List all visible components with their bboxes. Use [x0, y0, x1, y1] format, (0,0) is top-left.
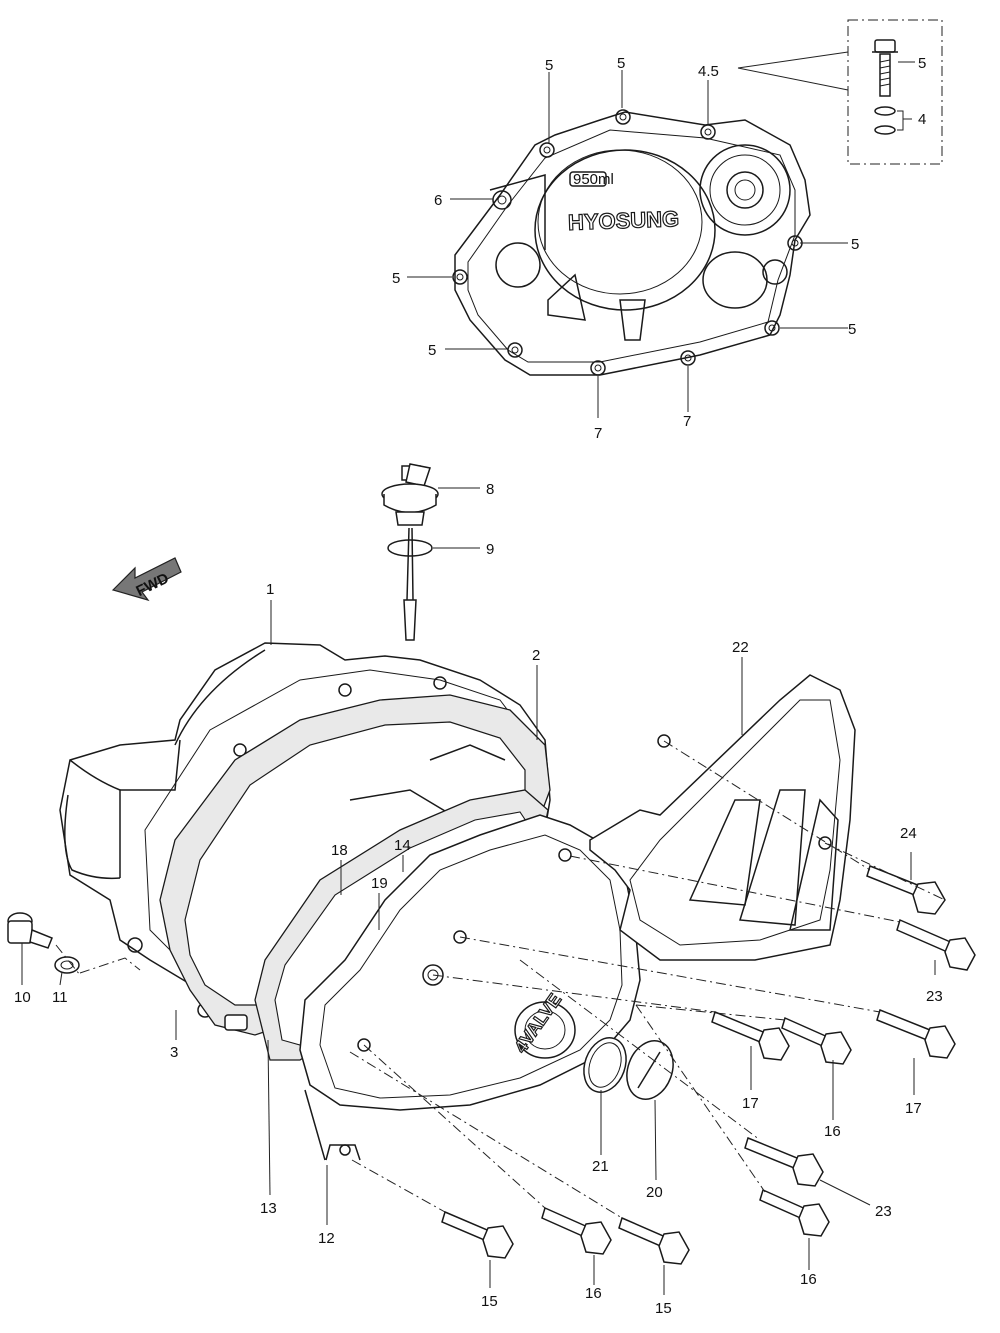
callout-7: 7 — [594, 425, 602, 442]
callout-4-5: 4.5 — [698, 63, 719, 80]
callout-24: 24 — [900, 825, 917, 842]
bolt-17-right — [876, 1008, 956, 1059]
callout-19: 19 — [371, 875, 388, 892]
callout-17: 17 — [742, 1095, 759, 1112]
plug-and-cap — [583, 1037, 674, 1100]
callout-9: 9 — [486, 541, 494, 558]
bolt-23-lower — [744, 1136, 824, 1187]
callout-6: 6 — [434, 192, 442, 209]
callout-5: 5 — [392, 270, 400, 287]
callout-2: 2 — [532, 647, 540, 664]
assembly-lines — [55, 740, 946, 1219]
bolt-16-lower-right — [759, 1188, 830, 1237]
callout-13: 13 — [260, 1200, 277, 1217]
bolt-16-middle — [781, 1016, 852, 1065]
bolt-15-right — [618, 1216, 690, 1265]
callout-5: 5 — [545, 57, 553, 74]
top-leaders — [407, 51, 849, 418]
callout-1: 1 — [266, 581, 274, 598]
oil-dipstick — [381, 463, 480, 641]
callout-3: 3 — [170, 1044, 178, 1061]
clutch-cover-top: 950ml HYOSUNG — [452, 109, 811, 376]
bolt-17-middle — [711, 1010, 790, 1061]
callout-4: 4 — [918, 111, 926, 128]
callout-5: 5 — [428, 342, 436, 359]
sprocket-cover-22 — [589, 674, 856, 961]
callout-5: 5 — [851, 236, 859, 253]
callout-23: 23 — [926, 988, 943, 1005]
brand-embossing: HYOSUNG — [568, 206, 680, 235]
callout-5: 5 — [617, 55, 625, 72]
callout-5: 5 — [848, 321, 856, 338]
callout-10: 10 — [14, 989, 31, 1006]
callout-18: 18 — [331, 842, 348, 859]
callout-16: 16 — [800, 1271, 817, 1288]
callout-12: 12 — [318, 1230, 335, 1247]
callout-8: 8 — [486, 481, 494, 498]
callout-23: 23 — [875, 1203, 892, 1220]
callout-11: 11 — [52, 989, 68, 1006]
washer-11 — [54, 956, 80, 974]
callout-21: 21 — [592, 1158, 609, 1175]
cover-bolt-holes — [452, 109, 803, 376]
callout-15: 15 — [655, 1300, 672, 1317]
bolt-washer-inset — [847, 19, 943, 165]
callout-20: 20 — [646, 1184, 663, 1201]
fwd-arrow: FWD — [111, 557, 182, 602]
callout-15: 15 — [481, 1293, 498, 1310]
callout-16: 16 — [824, 1123, 841, 1140]
capacity-embossing: 950ml — [573, 171, 614, 188]
drain-bolt-10 — [7, 912, 53, 949]
bolt-23-upper — [896, 918, 976, 971]
bolt-15-left — [441, 1210, 514, 1259]
callout-7: 7 — [683, 413, 691, 430]
bolts — [7, 864, 976, 1265]
lower-leaders — [21, 600, 936, 1295]
bolt-24 — [866, 864, 946, 915]
callouts: 5 5 4.5 5 4 6 5 5 5 5 7 7 8 9 1 2 22 18 … — [14, 55, 943, 1317]
callout-5: 5 — [918, 55, 926, 72]
outer-cover-12: 4VALVE — [299, 814, 641, 1161]
callout-17: 17 — [905, 1100, 922, 1117]
callout-16: 16 — [585, 1285, 602, 1302]
callout-22: 22 — [732, 639, 749, 656]
bolt-16-bottom — [541, 1206, 612, 1255]
callout-14: 14 — [394, 837, 411, 854]
